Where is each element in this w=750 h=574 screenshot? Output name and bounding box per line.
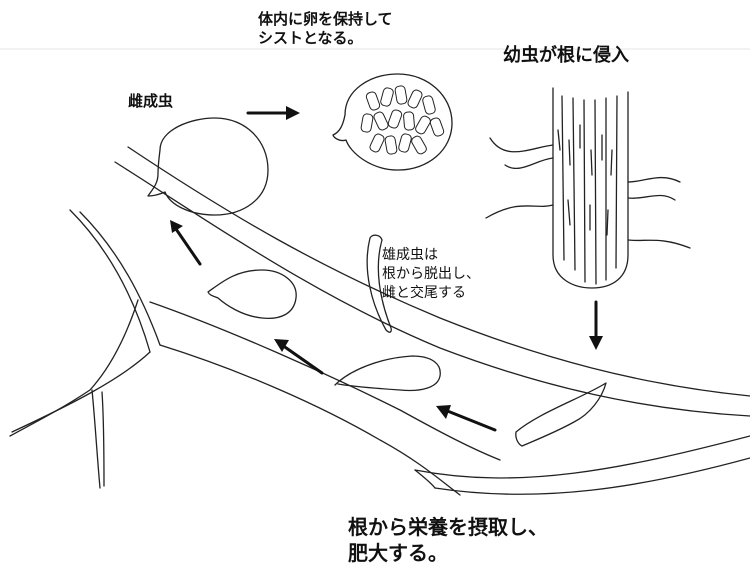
swollen-female-illustration [208,270,296,318]
label-juvenile-invades: 幼虫が根に侵入 [503,44,629,67]
label-male-adult: 雄成虫は 根から脱出し、 雌と交尾する [382,246,480,303]
label-cyst: 体内に卵を保持して シストとなる。 [258,10,393,48]
plant-root [10,147,750,495]
juvenile-on-root-illustration [516,383,606,446]
arrow-young-to-swollen-female [274,339,322,373]
root-tip-illustration [486,88,690,288]
label-feeding: 根から栄養を摂取し、 肥大する。 [348,514,548,566]
arrow-root-to-juvenile [589,302,603,350]
label-female-adult: 雌成虫 [128,92,173,111]
young-female-illustration [335,356,440,390]
cyst-with-eggs [333,74,452,170]
arrow-female-to-cyst [248,106,300,120]
female-adult-illustration [148,118,268,215]
arrow-juvenile-to-young-female [436,405,495,430]
arrow-swollen-to-adult-female [170,220,200,264]
